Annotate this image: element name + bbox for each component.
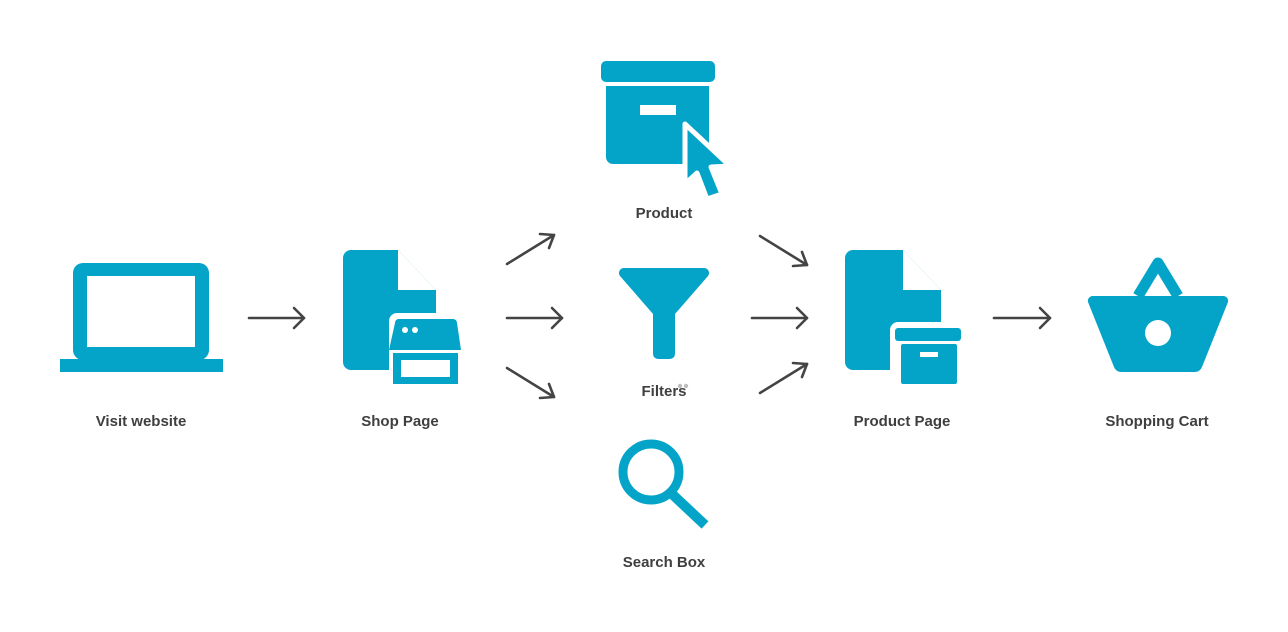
label-filters: Filters bbox=[641, 383, 687, 400]
label-product: Product bbox=[635, 205, 693, 222]
arrow-filters-to-product-page bbox=[750, 306, 809, 330]
product-page-icon bbox=[845, 250, 968, 391]
product-box-cursor-icon bbox=[601, 61, 733, 202]
arrow-shop-to-product bbox=[505, 232, 556, 266]
label-shop-page: Shop Page bbox=[361, 413, 439, 430]
label-product-page: Product Page bbox=[853, 413, 951, 430]
basket-icon bbox=[1087, 257, 1229, 372]
funnel-icon bbox=[619, 268, 710, 359]
arrow-visit-to-shop bbox=[247, 306, 306, 330]
arrow-shop-to-filters bbox=[505, 306, 564, 330]
label-shopping-cart: Shopping Cart bbox=[1105, 413, 1209, 430]
label-visit-website: Visit website bbox=[95, 413, 187, 430]
arrow-search-to-product-page bbox=[758, 361, 809, 395]
arrow-product-to-product-page bbox=[758, 234, 809, 268]
laptop-icon bbox=[60, 263, 223, 372]
arrow-shop-to-search bbox=[505, 366, 556, 400]
filters-dots-icon bbox=[677, 383, 689, 389]
shop-page-icon bbox=[343, 250, 464, 390]
arrow-product-page-to-cart bbox=[992, 306, 1052, 330]
label-search-box: Search Box bbox=[622, 554, 706, 571]
magnifier-icon bbox=[618, 439, 709, 529]
